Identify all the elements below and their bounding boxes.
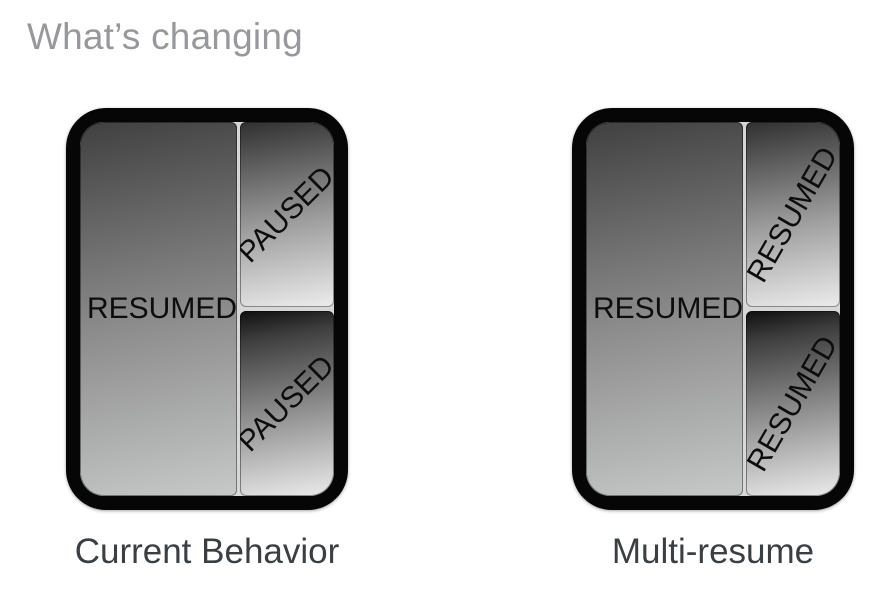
pane-label-paused-top: PAUSED xyxy=(240,159,334,269)
pane-label-resumed: RESUMED xyxy=(593,292,744,325)
pane-resumed-main: RESUMED xyxy=(80,122,238,496)
caption-multi-resume: Multi-resume xyxy=(611,532,815,571)
pane-paused-bottom: PAUSED xyxy=(240,311,334,496)
side-column: PAUSED PAUSED xyxy=(240,122,334,496)
pane-label-resumed-top: RESUMED xyxy=(746,141,840,288)
pane-resumed-top: RESUMED xyxy=(746,122,840,307)
pane-label-resumed-bottom: RESUMED xyxy=(746,330,840,477)
device-screen: RESUMED RESUMED RESUMED xyxy=(586,122,840,496)
device-multi-resume: RESUMED RESUMED RESUMED xyxy=(572,108,854,510)
pane-label-resumed: RESUMED xyxy=(87,292,238,325)
side-column: RESUMED RESUMED xyxy=(746,122,840,496)
pane-label-paused-bottom: PAUSED xyxy=(240,348,334,458)
caption-current-behavior: Current Behavior xyxy=(74,532,340,571)
device-current-behavior: RESUMED PAUSED PAUSED xyxy=(66,108,348,510)
slide-title: What’s changing xyxy=(27,16,303,57)
pane-paused-top: PAUSED xyxy=(240,122,334,307)
pane-resumed-bottom: RESUMED xyxy=(746,311,840,496)
pane-resumed-main: RESUMED xyxy=(586,122,744,496)
device-screen: RESUMED PAUSED PAUSED xyxy=(80,122,334,496)
